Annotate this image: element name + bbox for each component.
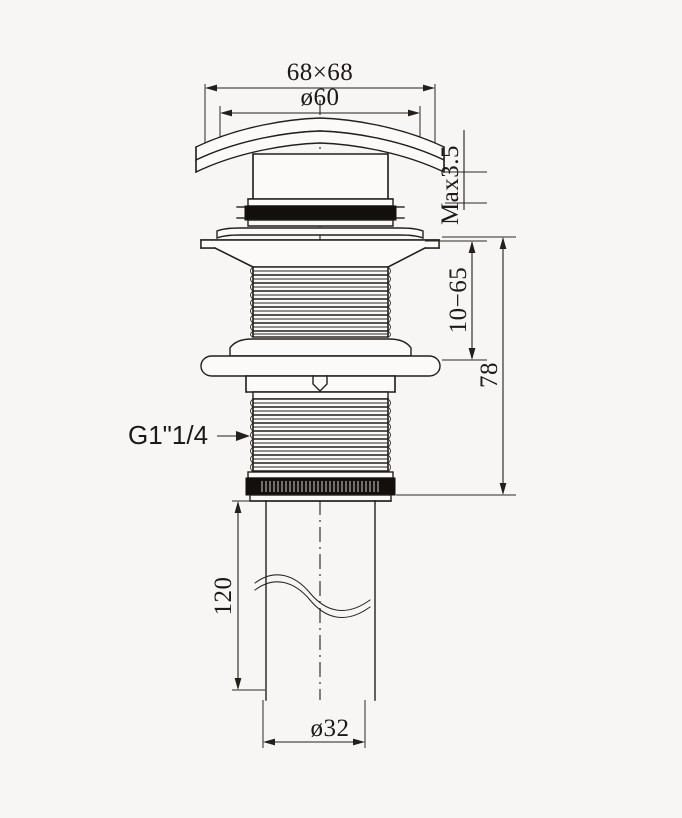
upper-thread-section — [250, 266, 391, 338]
seal-gasket — [236, 205, 405, 227]
knurled-collar — [245, 471, 396, 502]
dimension-label-cap-diameter: ø60 — [301, 84, 340, 111]
dimension-label-adjust-range: 10−65 — [445, 267, 472, 334]
dimension-label-tail-diameter: ø32 — [311, 715, 350, 742]
knurl-texture — [261, 481, 379, 492]
dimension-label-body-height: 78 — [476, 362, 503, 388]
arrow-right-icon — [236, 431, 250, 441]
thread-spec-callout: G1"1/4 — [128, 420, 250, 450]
middle-lock-nut — [200, 338, 441, 400]
dimension-label-cap-square: 68×68 — [287, 59, 354, 86]
cap-neck — [247, 153, 394, 207]
cap-plate — [195, 117, 445, 174]
wavy-break-icon — [254, 574, 371, 618]
lower-thread-section — [250, 398, 391, 473]
dimension-label-tail-length: 120 — [210, 577, 237, 616]
dimension-adjust-range: 10−65 — [425, 240, 487, 361]
tail-pipe — [249, 500, 392, 701]
dimension-tail-diameter: ø32 — [262, 700, 366, 748]
dimension-tail-length: 120 — [210, 500, 265, 691]
dimension-label-cap-thickness: Max3.5 — [437, 145, 464, 225]
dimension-cap-thickness: Max3.5 — [437, 130, 487, 225]
thread-spec-label: G1"1/4 — [128, 420, 208, 450]
dimension-cap-square: 68×68 — [204, 59, 436, 150]
dimension-body-height: 78 — [396, 236, 516, 496]
